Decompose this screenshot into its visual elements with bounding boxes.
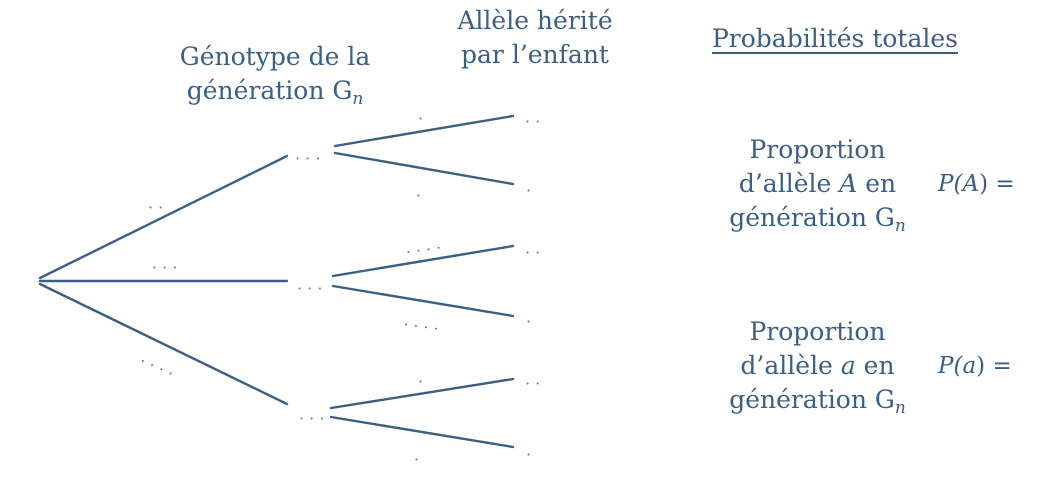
branch-root-to-genotype-1 (38, 154, 289, 280)
branch-label-1: · · (148, 198, 163, 217)
branch-genotype-1-to-leaf-1 (333, 114, 515, 148)
subscript-n: n (352, 89, 364, 109)
genotype-node-1: · · · (295, 149, 320, 168)
allele-leaf-6: · (526, 445, 531, 464)
genotype-header-line2: génération Gn (186, 76, 364, 109)
branch-label-5: · (416, 186, 421, 205)
branch-label-8: · (418, 372, 423, 391)
branch-label-9: · (414, 450, 419, 469)
branch-genotype-3-to-leaf-6 (329, 415, 515, 449)
probability-A-formula: P(A) = (938, 171, 1015, 197)
branch-genotype-3-to-leaf-5 (329, 377, 515, 410)
proportion-A-line2: d’allèle A en (738, 169, 897, 198)
proportion-A-line1: Proportion (749, 135, 886, 164)
branch-genotype-1-to-leaf-2 (333, 151, 515, 186)
allele-leaf-1: · · (525, 112, 540, 131)
proportion-a-line3: génération Gn (729, 385, 906, 418)
total-probabilities-title: Probabilités totales (711, 24, 958, 53)
allele-header: Allèle hérité par l’enfant (430, 4, 640, 72)
genotype-header-line1: Génotype de la (179, 42, 371, 71)
proportion-a-line2: d’allèle a en (740, 351, 895, 380)
branch-label-2: · · · (152, 258, 177, 277)
branch-label-7: · · · · (402, 315, 440, 339)
allele-leaf-2: · (526, 181, 531, 200)
branch-genotype-2-to-leaf-4 (331, 284, 515, 318)
allele-a: a (840, 351, 856, 380)
genotype-node-2: · · · (297, 279, 322, 298)
branch-label-4: · (418, 109, 423, 128)
allele-A: A (839, 169, 858, 198)
probability-a-formula: P(a) = (938, 353, 1012, 379)
branch-label-6: · · · · (405, 238, 443, 262)
proportion-a-line1: Proportion (749, 317, 886, 346)
proportion-A-label: Proportion d’allèle A en génération Gn (715, 133, 920, 243)
proportion-A-line3: génération Gn (729, 203, 906, 236)
allele-leaf-4: · (526, 312, 531, 331)
genotype-node-3: · · · (299, 409, 324, 428)
branch-root-to-genotype-3 (38, 282, 289, 406)
allele-leaf-3: · · (525, 243, 540, 262)
allele-leaf-5: · · (525, 374, 540, 393)
genotype-header: Génotype de la génération Gn (170, 40, 380, 116)
branch-label-3: · · · · (137, 351, 177, 383)
branch-genotype-2-to-leaf-3 (331, 244, 515, 278)
allele-header-line2: par l’enfant (461, 40, 609, 69)
allele-header-line1: Allèle hérité (457, 6, 613, 35)
proportion-a-label: Proportion d’allèle a en génération Gn (715, 315, 920, 425)
